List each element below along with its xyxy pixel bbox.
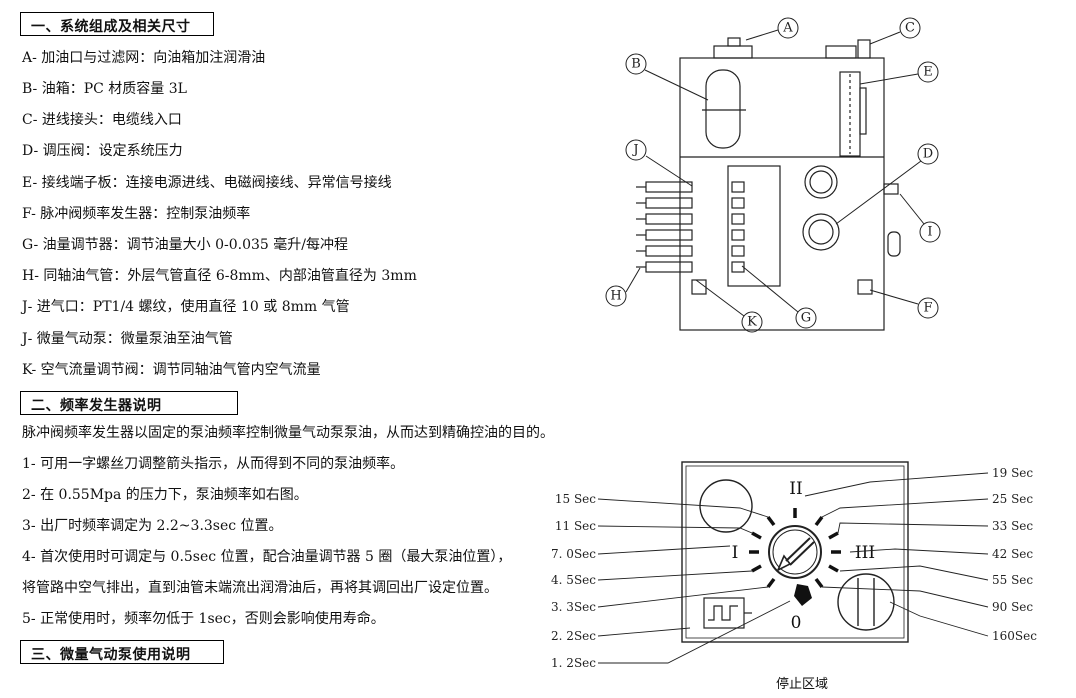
frequency-label: 42 Sec xyxy=(992,547,1033,561)
system-diagram: A B C E J D I H K G F xyxy=(605,17,941,333)
frequency-label: 160Sec xyxy=(992,629,1037,643)
dial-label-ii: II xyxy=(789,479,802,499)
section2-intro: 脉冲阀频率发生器以固定的泵油频率控制微量气动泵泵油，从而达到精确控油的目的。 xyxy=(22,425,554,441)
callout-label: A xyxy=(782,21,793,36)
knob-right xyxy=(837,573,895,631)
list-item: A- 加油口与过滤网：向油箱加注润滑油 xyxy=(22,50,266,66)
callout-i xyxy=(919,221,941,243)
frequency-dial-diagram: II I III 0 停止区域 15 Sec 11 Sec 7. 0Sec 4.… xyxy=(551,461,1037,692)
frequency-label: 3. 3Sec xyxy=(551,600,596,614)
section3-heading: 三、微量气动泵使用说明 xyxy=(20,640,224,664)
air-connectors xyxy=(636,181,693,273)
dial-label-i: I xyxy=(732,543,739,563)
list-item: J- 进气口：PT1/4 螺纹，使用直径 10 或 8mm 气管 xyxy=(22,299,350,315)
generator-panel xyxy=(681,461,909,643)
list-item: 5- 正常使用时，频率勿低于 1sec，否则会影响使用寿命。 xyxy=(22,611,385,627)
callout-label: F xyxy=(923,301,932,316)
knob-left xyxy=(699,479,753,533)
frequency-label: 19 Sec xyxy=(992,466,1033,480)
list-item: G- 油量调节器：调节油量大小 0-0.035 毫升/每冲程 xyxy=(22,237,348,253)
list-item: 3- 出厂时频率调定为 2.2~3.3sec 位置。 xyxy=(22,518,283,534)
frequency-label: 7. 0Sec xyxy=(551,547,596,561)
callout-a xyxy=(777,17,799,39)
stop-zone-label: 停止区域 xyxy=(776,676,828,692)
callout-label: I xyxy=(927,225,932,240)
callout-c xyxy=(899,17,921,39)
callout-label: K xyxy=(747,315,757,330)
frequency-label: 2. 2Sec xyxy=(551,629,596,643)
list-item: K- 空气流量调节阀：调节同轴油气管内空气流量 xyxy=(22,362,321,378)
list-item: D- 调压阀：设定系统压力 xyxy=(22,143,183,159)
frequency-label: 33 Sec xyxy=(992,519,1033,533)
list-item: E- 接线端子板：连接电源进线、电磁阀接线、异常信号接线 xyxy=(22,175,392,191)
oil-regulator-block xyxy=(727,165,781,287)
oil-tank-body xyxy=(679,57,885,331)
list-item: F- 脉冲阀频率发生器：控制泵油频率 xyxy=(22,206,251,222)
callout-label: E xyxy=(923,65,933,80)
callout-label: J xyxy=(631,143,638,158)
list-item: 4- 首次使用时可调定与 0.5sec 位置，配合油量调节器 5 圈（最大泵油位… xyxy=(22,549,512,565)
callout-label: C xyxy=(905,21,915,36)
pressure-valve xyxy=(802,213,840,251)
list-item: H- 同轴油气管：外层气管直径 6-8mm、内部油管直径为 3mm xyxy=(22,268,417,284)
callout-b xyxy=(625,53,647,75)
callout-j xyxy=(625,139,647,161)
frequency-label: 55 Sec xyxy=(992,573,1033,587)
section1-heading: 一、系统组成及相关尺寸 xyxy=(20,12,214,36)
list-item: C- 进线接头：电缆线入口 xyxy=(22,112,182,128)
dial-label-iii: III xyxy=(855,543,875,563)
list-item: J- 微量气动泵：微量泵油至油气管 xyxy=(22,331,233,347)
tank-window xyxy=(705,69,741,149)
section2-heading: 二、频率发生器说明 xyxy=(20,391,238,415)
callout-d xyxy=(917,143,939,165)
frequency-label: 15 Sec xyxy=(555,492,596,506)
dial-label-zero: 0 xyxy=(791,613,802,633)
frequency-label: 11 Sec xyxy=(555,519,596,533)
list-item: 将管路中空气排出，直到油管未端流出润滑油后，再将其调回出厂设定位置。 xyxy=(22,580,498,596)
callout-h xyxy=(605,285,627,307)
callout-k xyxy=(741,311,763,333)
pulse-symbol xyxy=(703,597,752,629)
list-item: 1- 可用一字螺丝刀调整箭头指示，从而得到不同的泵油频率。 xyxy=(22,456,405,472)
frequency-label: 90 Sec xyxy=(992,600,1033,614)
list-item: 2- 在 0.55Mpa 的压力下，泵油频率如右图。 xyxy=(22,487,308,503)
callout-f xyxy=(917,297,939,319)
frequency-label: 1. 2Sec xyxy=(551,656,596,670)
list-item: B- 油箱：PC 材质容量 3L xyxy=(22,81,187,97)
frequency-label: 4. 5Sec xyxy=(551,573,596,587)
callout-label: G xyxy=(801,311,811,326)
frequency-dial xyxy=(749,508,841,606)
callout-g xyxy=(795,307,817,329)
frequency-label: 25 Sec xyxy=(992,492,1033,506)
terminal-strip xyxy=(839,71,861,157)
callout-e xyxy=(917,61,939,83)
stop-zone-mark xyxy=(794,584,812,606)
callout-label: D xyxy=(923,147,933,162)
callout-label: H xyxy=(610,289,621,304)
callout-label: B xyxy=(631,57,641,72)
